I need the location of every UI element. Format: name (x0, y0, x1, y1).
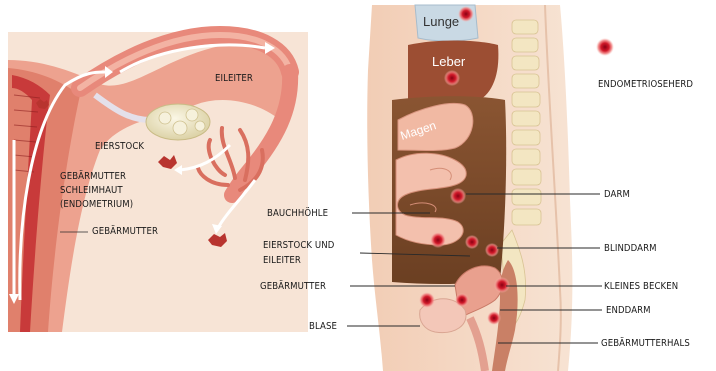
torso-panel (367, 5, 572, 371)
label-gebaermutter-left: GEBÄRMUTTER (92, 226, 158, 238)
label-darm: DARM (604, 189, 630, 201)
label-endometrioseherd: ENDOMETRIOSEHERD (598, 79, 693, 91)
lesion-ovary (465, 235, 479, 249)
label-gebaermutterhals: GEBÄRMUTTERHALS (601, 338, 690, 350)
label-schleimhaut-2: SCHLEIMHAUT (60, 185, 123, 197)
label-schleimhaut-3: (ENDOMETRIUM) (60, 199, 133, 211)
label-eierstock: EIERSTOCK (95, 141, 144, 153)
ovary (146, 104, 210, 140)
label-kleines-becken: KLEINES BECKEN (604, 281, 678, 293)
lesion-legend (596, 38, 614, 56)
organ-label-lunge: Lunge (423, 14, 459, 29)
label-schleimhaut-1: GEBÄRMUTTER (60, 171, 126, 183)
label-bauchhoehle: BAUCHHÖHLE (267, 208, 328, 220)
lesion-liver (444, 70, 460, 86)
label-enddarm: ENDDARM (606, 305, 651, 317)
lesion-enddarm (487, 311, 501, 325)
lesion-lung (458, 6, 474, 22)
label-blinddarm: BLINDDARM (604, 243, 657, 255)
label-gebaermutter-right: GEBÄRMUTTER (260, 281, 326, 293)
lesion-uterus (455, 293, 469, 307)
lesion-bauchhoehle (430, 232, 446, 248)
lesion-becken (494, 277, 510, 293)
lesion-blase (419, 292, 435, 308)
organ-label-leber: Leber (432, 54, 466, 69)
label-eierstock-eileiter-1: EIERSTOCK UND (263, 240, 334, 252)
label-blase: BLASE (309, 321, 337, 333)
lesion-darm (450, 188, 466, 204)
label-eierstock-eileiter-2: EILEITER (263, 255, 301, 267)
label-eileiter: EILEITER (215, 73, 253, 85)
lesion-blinddarm (485, 243, 499, 257)
